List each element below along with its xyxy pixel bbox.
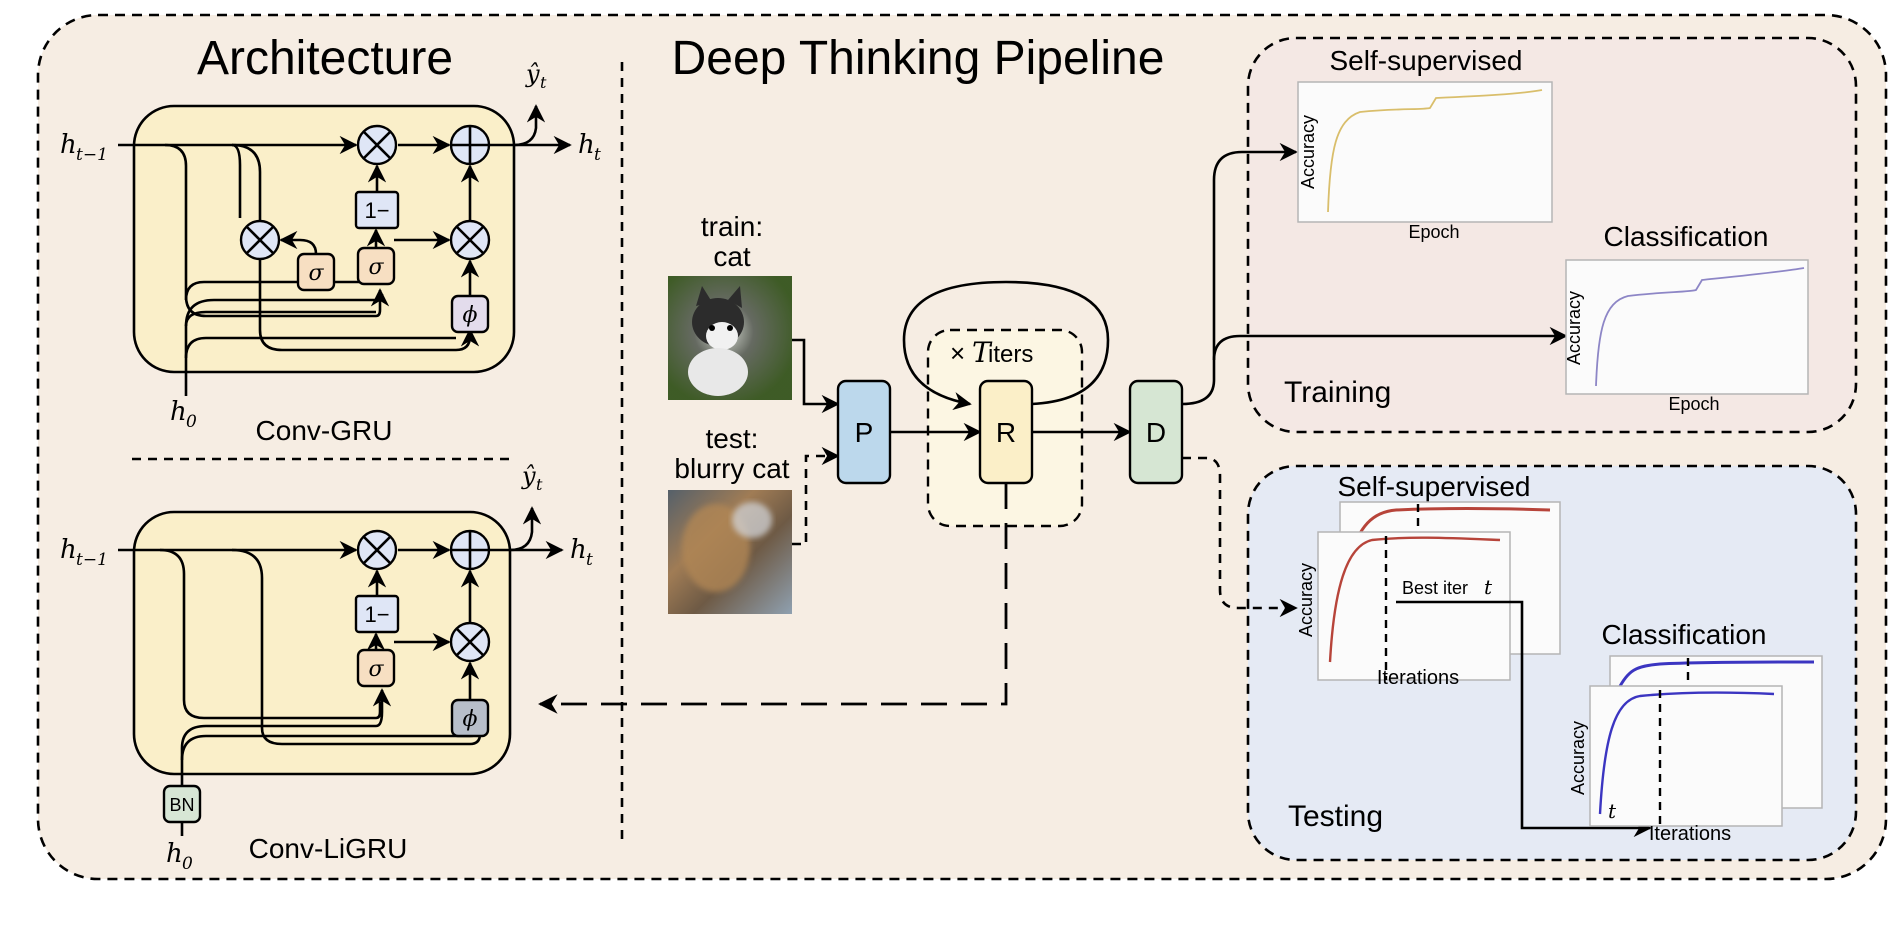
train-ss-ylabel: Accuracy	[1298, 115, 1318, 189]
ligru-caption: Conv-LiGRU	[249, 833, 408, 864]
ligru-prev-state: h	[60, 535, 77, 565]
test-cls-curve-back	[1616, 660, 1815, 691]
conv-ligru-cell: σ 1− ϕ BN	[118, 506, 564, 836]
recurrent-label: R	[996, 417, 1016, 448]
train-ss-title: Self-supervised	[1330, 45, 1523, 76]
best-iter-arrow	[1396, 600, 1652, 838]
ligru-one-minus-label: 1−	[364, 602, 389, 627]
ligru-labels: h t−1 h t ŷ t h 0 Conv-LiGRU	[60, 462, 593, 874]
gru-prev-state-sub: t−1	[76, 145, 108, 165]
ligru-prev-state-sub: t−1	[76, 550, 108, 570]
best-iter-var: t	[1484, 575, 1493, 599]
train-cls-plot	[1565, 259, 1809, 395]
test-blurry-cat-image	[668, 490, 792, 614]
ligru-output-sub: t	[536, 475, 543, 494]
gru-sigma-reset-label: σ	[308, 261, 324, 286]
ligru-cell-body	[132, 510, 512, 776]
gru-cell-body	[132, 104, 516, 374]
ligru-next-state-sub: t	[586, 550, 593, 570]
decoder-label: D	[1146, 417, 1166, 448]
iters-var: T	[972, 336, 993, 369]
ligru-output: ŷ	[521, 462, 536, 490]
training-content: Self-supervised Accuracy Epoch Classific…	[1284, 45, 1809, 414]
pipeline-title: Deep Thinking Pipeline	[672, 32, 1165, 85]
testing-label: Testing	[1288, 800, 1383, 833]
test-ss-title: Self-supervised	[1338, 471, 1531, 502]
train-ss-xlabel: Epoch	[1408, 222, 1459, 242]
iters-prefix: ×	[950, 338, 965, 368]
conv-gru-cell: σ σ 1− ϕ	[118, 104, 572, 396]
train-label-2: cat	[713, 241, 751, 272]
gru-one-minus-label: 1−	[364, 198, 389, 223]
best-iter-label: Best iter	[1402, 578, 1468, 598]
gru-init-state-sub: 0	[186, 412, 197, 432]
train-cls-ylabel: Accuracy	[1564, 291, 1584, 365]
gru-next-state-sub: t	[594, 145, 601, 165]
preprocess-label: P	[855, 417, 874, 448]
decoder-block	[1128, 379, 1184, 485]
gru-output-sub: t	[540, 73, 547, 92]
test-label-1: test:	[706, 423, 759, 454]
ligru-init-state-sub: 0	[182, 854, 193, 874]
gru-prev-state: h	[60, 130, 77, 160]
gru-phi-label: ϕ	[463, 303, 478, 328]
gru-labels: h t−1 h t ŷ t h 0 Conv-GRU	[60, 60, 601, 446]
gru-caption: Conv-GRU	[256, 415, 393, 446]
test-ss-ylabel: Accuracy	[1296, 563, 1316, 637]
test-label-2: blurry cat	[674, 453, 789, 484]
train-cat-image	[668, 276, 792, 400]
train-cls-xlabel: Epoch	[1668, 394, 1719, 414]
train-label-1: train:	[701, 211, 763, 242]
test-cls-ylabel: Accuracy	[1568, 721, 1588, 795]
ligru-sigma-label: σ	[368, 657, 384, 682]
iters-suffix: iters	[988, 341, 1033, 368]
test-cls-curve-front	[1598, 691, 1775, 815]
testing-content: Self-supervised Accuracy Iterations Best…	[1288, 471, 1823, 845]
test-cls-xlabel: Iterations	[1649, 823, 1731, 845]
ligru-next-state: h	[570, 535, 587, 565]
test-ss-plot-front	[1317, 531, 1511, 681]
training-label: Training	[1284, 376, 1391, 409]
test-cls-t-marker: t	[1608, 799, 1617, 823]
test-ss-curve-front	[1328, 536, 1501, 663]
architecture-title: Architecture	[197, 32, 453, 85]
gru-sigma-update-label: σ	[368, 255, 384, 280]
test-ss-xlabel: Iterations	[1377, 667, 1459, 689]
ligru-phi-label: ϕ	[463, 707, 478, 732]
gru-init-state: h	[170, 397, 187, 427]
test-cls-plot-front	[1589, 685, 1783, 827]
train-ss-plot	[1297, 81, 1553, 223]
train-ss-curve	[1327, 89, 1543, 213]
train-cls-title: Classification	[1604, 221, 1769, 252]
bn-label: BN	[169, 795, 194, 815]
test-ss-curve-back	[1346, 507, 1551, 561]
ligru-init-state: h	[166, 839, 183, 869]
pipeline: train: cat test: blurry cat P ×	[538, 142, 1568, 714]
test-cls-title: Classification	[1602, 619, 1767, 650]
train-cls-curve	[1595, 267, 1805, 387]
gru-next-state: h	[578, 130, 595, 160]
gru-output: ŷ	[525, 60, 540, 88]
